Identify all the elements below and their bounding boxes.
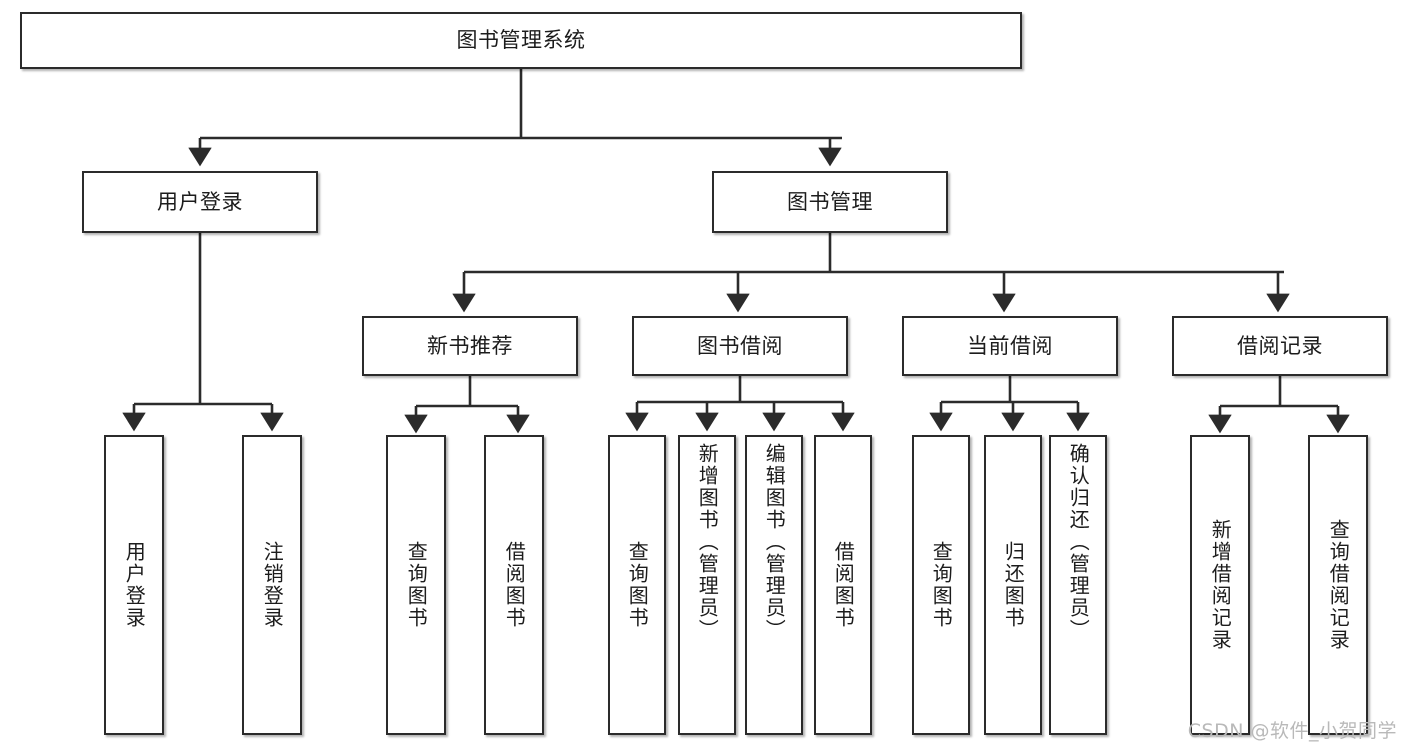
node-leaf-user-login[interactable]: 用户登录	[104, 435, 164, 735]
node-leaf-query-book-3-label: 查询图书	[929, 541, 954, 629]
node-leaf-edit-book[interactable]: 编辑图书（管理员）	[745, 435, 803, 735]
node-leaf-query-book-3[interactable]: 查询图书	[912, 435, 970, 735]
node-leaf-query-book-1-label: 查询图书	[404, 541, 429, 629]
node-book-borrow[interactable]: 图书借阅	[632, 316, 848, 376]
node-leaf-borrow-book-1[interactable]: 借阅图书	[484, 435, 544, 735]
node-leaf-confirm-return[interactable]: 确认归还（管理员）	[1049, 435, 1107, 735]
node-leaf-borrow-book-1-label: 借阅图书	[502, 541, 527, 629]
node-leaf-query-record[interactable]: 查询借阅记录	[1308, 435, 1368, 735]
node-leaf-return-book-label: 归还图书	[1001, 541, 1026, 629]
node-current-borrow[interactable]: 当前借阅	[902, 316, 1118, 376]
node-new-book-rec[interactable]: 新书推荐	[362, 316, 578, 376]
node-borrow-record-label: 借阅记录	[1237, 333, 1323, 358]
node-leaf-return-book[interactable]: 归还图书	[984, 435, 1042, 735]
node-leaf-add-record[interactable]: 新增借阅记录	[1190, 435, 1250, 735]
node-leaf-logout-label: 注销登录	[260, 541, 285, 629]
node-leaf-user-login-label: 用户登录	[122, 541, 147, 629]
node-leaf-edit-book-label: 编辑图书（管理员）	[762, 443, 787, 641]
node-leaf-confirm-return-label: 确认归还（管理员）	[1066, 443, 1091, 641]
node-leaf-logout[interactable]: 注销登录	[242, 435, 302, 735]
node-leaf-query-book-2[interactable]: 查询图书	[608, 435, 666, 735]
node-leaf-query-book-2-label: 查询图书	[625, 541, 650, 629]
node-new-book-rec-label: 新书推荐	[427, 333, 513, 358]
node-user-login[interactable]: 用户登录	[82, 171, 318, 233]
node-leaf-add-book-label: 新增图书（管理员）	[695, 443, 720, 641]
node-book-manage-label: 图书管理	[787, 189, 873, 214]
csdn-watermark: CSDN @软件_小贺同学	[1187, 720, 1397, 742]
node-leaf-query-record-label: 查询借阅记录	[1326, 519, 1351, 651]
node-root-label: 图书管理系统	[456, 28, 586, 53]
node-current-borrow-label: 当前借阅	[967, 333, 1053, 358]
node-leaf-add-record-label: 新增借阅记录	[1208, 519, 1233, 651]
node-leaf-borrow-book-2[interactable]: 借阅图书	[814, 435, 872, 735]
node-root[interactable]: 图书管理系统	[20, 12, 1022, 69]
node-leaf-add-book[interactable]: 新增图书（管理员）	[678, 435, 736, 735]
node-book-borrow-label: 图书借阅	[697, 333, 783, 358]
node-borrow-record[interactable]: 借阅记录	[1172, 316, 1388, 376]
node-leaf-borrow-book-2-label: 借阅图书	[831, 541, 856, 629]
node-leaf-query-book-1[interactable]: 查询图书	[386, 435, 446, 735]
node-book-manage[interactable]: 图书管理	[712, 171, 948, 233]
node-user-login-label: 用户登录	[157, 189, 243, 214]
